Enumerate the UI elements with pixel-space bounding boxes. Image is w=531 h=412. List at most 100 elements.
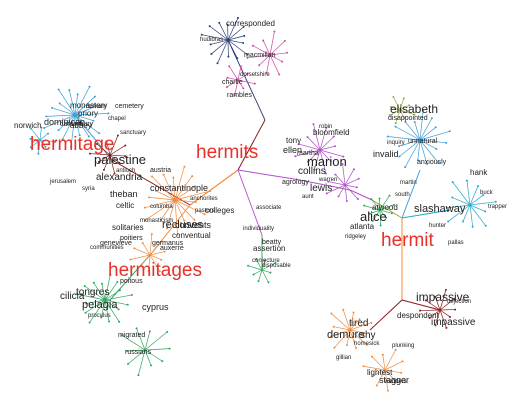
graph-node: [418, 309, 421, 312]
graph-edge: [166, 199, 176, 229]
graph-node: [389, 106, 392, 109]
graph-edge: [74, 96, 96, 116]
graph-node: [29, 137, 32, 140]
graph-edge: [419, 309, 441, 311]
graph-edge: [349, 322, 372, 331]
node-label: elisabeth: [390, 102, 438, 116]
graph-node: [255, 258, 258, 261]
graph-edge: [30, 139, 41, 148]
node-label: inquiry: [387, 140, 405, 146]
graph-node: [126, 303, 129, 306]
graph-edge: [462, 204, 471, 222]
node-label: wanders: [383, 379, 407, 385]
node-label: slashaway: [414, 203, 466, 215]
graph-node: [160, 240, 163, 243]
graph-edge: [96, 143, 111, 156]
graph-node: [324, 172, 327, 175]
node-label: cyprus: [142, 302, 169, 312]
graph-edge: [405, 121, 421, 141]
graph-node: [281, 60, 284, 63]
graph-node: [129, 258, 132, 261]
graph-node: [365, 343, 368, 346]
graph-node: [227, 55, 230, 58]
graph-edge: [255, 258, 263, 271]
graph-edge: [344, 184, 348, 201]
node-label: invalid: [373, 149, 399, 159]
graph-node: [451, 196, 454, 199]
graph-node: [200, 33, 203, 36]
graph-edge: [144, 349, 152, 366]
graph-edge: [439, 309, 451, 318]
graph-edge: [452, 181, 471, 206]
graph-edge: [51, 107, 76, 116]
graph-edge: [342, 309, 351, 331]
node-label: macmillan: [244, 52, 276, 59]
graph-node: [242, 25, 245, 28]
edges-layer: [30, 17, 496, 391]
graph-edge: [395, 109, 401, 124]
graph-edge: [218, 22, 229, 41]
graph-node: [437, 161, 440, 164]
graph-edge: [209, 25, 229, 41]
graph-edge: [349, 189, 373, 201]
graph-node: [352, 168, 355, 171]
graph-node: [233, 94, 236, 97]
graph-node: [236, 16, 239, 19]
graph-node: [149, 364, 152, 367]
graph-node: [332, 135, 335, 138]
graph-node: [398, 155, 401, 158]
graph-edge: [439, 289, 447, 311]
graph-node: [445, 326, 448, 329]
graph-edge: [172, 177, 176, 201]
graph-node: [183, 165, 186, 168]
graph-edge: [174, 199, 178, 235]
graph-edge: [74, 113, 109, 116]
graph-edge: [103, 154, 111, 171]
graph-edge: [76, 293, 106, 301]
graph-edge: [399, 105, 410, 111]
graph-edge: [469, 201, 496, 206]
graph-node: [404, 120, 407, 123]
graph-node: [428, 316, 431, 319]
graph-node: [388, 114, 391, 117]
graph-edge: [85, 299, 106, 313]
graph-node: [355, 186, 358, 189]
graph-edge: [141, 254, 151, 266]
graph-edge: [334, 329, 351, 348]
graph-node: [163, 250, 166, 253]
graph-node: [378, 197, 381, 200]
graph-node: [453, 297, 456, 300]
graph-node: [118, 289, 121, 292]
graph-node: [447, 220, 450, 223]
graph-node: [325, 192, 328, 195]
graph-edge: [419, 118, 433, 141]
graph-node: [246, 56, 249, 59]
node-label: durham: [86, 104, 106, 110]
graph-edge: [446, 204, 471, 209]
graph-node: [257, 280, 260, 283]
graph-node: [386, 135, 389, 138]
graph-node: [375, 384, 378, 387]
graph-edge: [144, 331, 151, 351]
graph-node: [209, 43, 212, 46]
graph-node: [242, 42, 245, 45]
graph-edge: [144, 348, 170, 351]
graph-edge: [349, 312, 354, 331]
hub-label: hermitages: [108, 260, 202, 281]
graph-edge: [466, 180, 471, 206]
node-label: south: [395, 192, 410, 198]
node-label: hudibras: [200, 37, 223, 43]
graph-edge: [149, 234, 153, 256]
node-label: alice: [360, 209, 387, 224]
node-label: recluses: [162, 219, 203, 231]
graph-node: [484, 224, 487, 227]
node-label: cilicia: [60, 291, 85, 302]
node-label: marion: [307, 154, 347, 169]
graph-node: [251, 44, 254, 47]
graph-edge: [379, 209, 387, 218]
graph-node: [416, 159, 419, 162]
graph-node: [269, 271, 272, 274]
graph-edge: [469, 204, 486, 226]
graph-edge: [234, 79, 239, 96]
graph-edge: [331, 313, 351, 331]
